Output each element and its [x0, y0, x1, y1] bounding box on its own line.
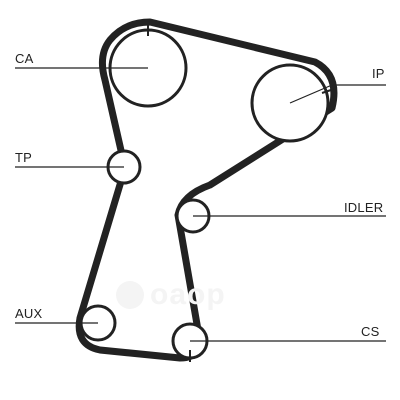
pulley-ip-mark — [321, 88, 335, 94]
watermark-logo-icon — [116, 281, 144, 309]
label-idler: IDLER — [344, 200, 384, 215]
label-ip: IP — [372, 66, 385, 81]
label-tp: TP — [15, 150, 33, 165]
leader-ip — [289, 84, 333, 104]
label-ca: CA — [15, 51, 34, 66]
watermark-text: oaop — [150, 278, 226, 311]
label-cs: CS — [361, 324, 380, 339]
label-aux: AUX — [15, 306, 43, 321]
